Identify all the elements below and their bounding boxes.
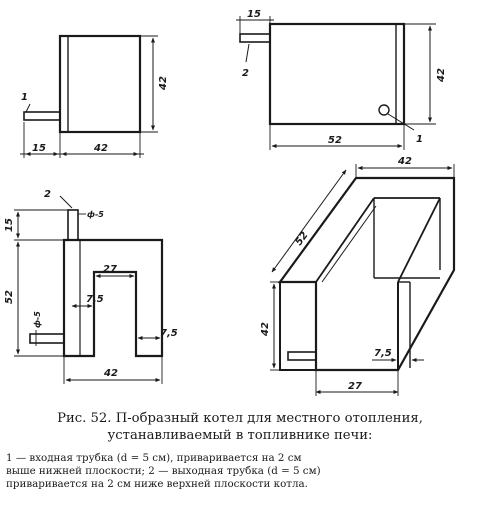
dim-height: 42: [436, 68, 447, 83]
boiler-technical-drawing: 1 15 42 42 2 15 52 42 1: [4, 9, 456, 396]
dim-height: 42: [260, 322, 271, 337]
dim-wall-thickness: 7,5: [374, 348, 392, 359]
figure-caption-notes: 1 — входная трубка (d = 5 см), приварива…: [6, 452, 474, 491]
dim-height: 52: [4, 290, 15, 304]
pipe-diameter-left: ф-5: [33, 311, 42, 328]
dim-wall-left: 7,5: [86, 294, 104, 305]
inlet-pipe: [23, 111, 61, 121]
outlet-pipe-label: 2: [242, 68, 249, 79]
caption-note-line-3: приваривается на 2 см ниже верхней плоск…: [6, 478, 308, 490]
inlet-hole-label: 1: [416, 134, 423, 145]
caption-note-line-1: 1 — входная трубка (d = 5 см), приварива…: [6, 452, 302, 464]
dim-top-offset: 15: [4, 218, 15, 232]
dim-width: 42: [397, 156, 412, 167]
front-view: [14, 195, 164, 384]
dim-inner-width: 27: [348, 381, 362, 392]
isometric-view: [270, 164, 456, 396]
dim-width: 42: [93, 143, 108, 154]
dim-width: 42: [103, 368, 118, 379]
dim-wall-right: 7,5: [160, 328, 178, 339]
caption-note-line-2: выше нижней плоскости; 2 — выходная труб…: [6, 465, 321, 477]
inlet-hole: [378, 104, 390, 116]
dim-inner-width: 27: [103, 264, 117, 275]
pipe-diameter-top: ф-5: [87, 210, 104, 219]
inlet-pipe: [29, 333, 65, 344]
inlet-pipe-label: 1: [21, 92, 28, 103]
outlet-pipe: [67, 209, 79, 241]
side-view-right: [236, 16, 436, 150]
inlet-pipe: [287, 351, 317, 361]
dim-pipe-length: 15: [247, 9, 261, 20]
caption-title-line-2: устанавливаемый в топливнике печи:: [107, 428, 373, 443]
outlet-pipe-label: 2: [44, 189, 51, 200]
side-view-left: [20, 34, 158, 158]
dim-pipe-length: 15: [32, 143, 46, 154]
figure-caption-title: Рис. 52. П-образный котел для местного о…: [6, 410, 474, 444]
boiler-body-outline: [58, 34, 142, 134]
dim-height: 42: [158, 76, 169, 91]
caption-title-line-1: Рис. 52. П-образный котел для местного о…: [57, 411, 423, 426]
boiler-body-outline: [268, 22, 406, 126]
dim-width: 52: [328, 135, 342, 146]
outlet-pipe: [239, 33, 271, 43]
u-shape-outline: [62, 238, 164, 358]
